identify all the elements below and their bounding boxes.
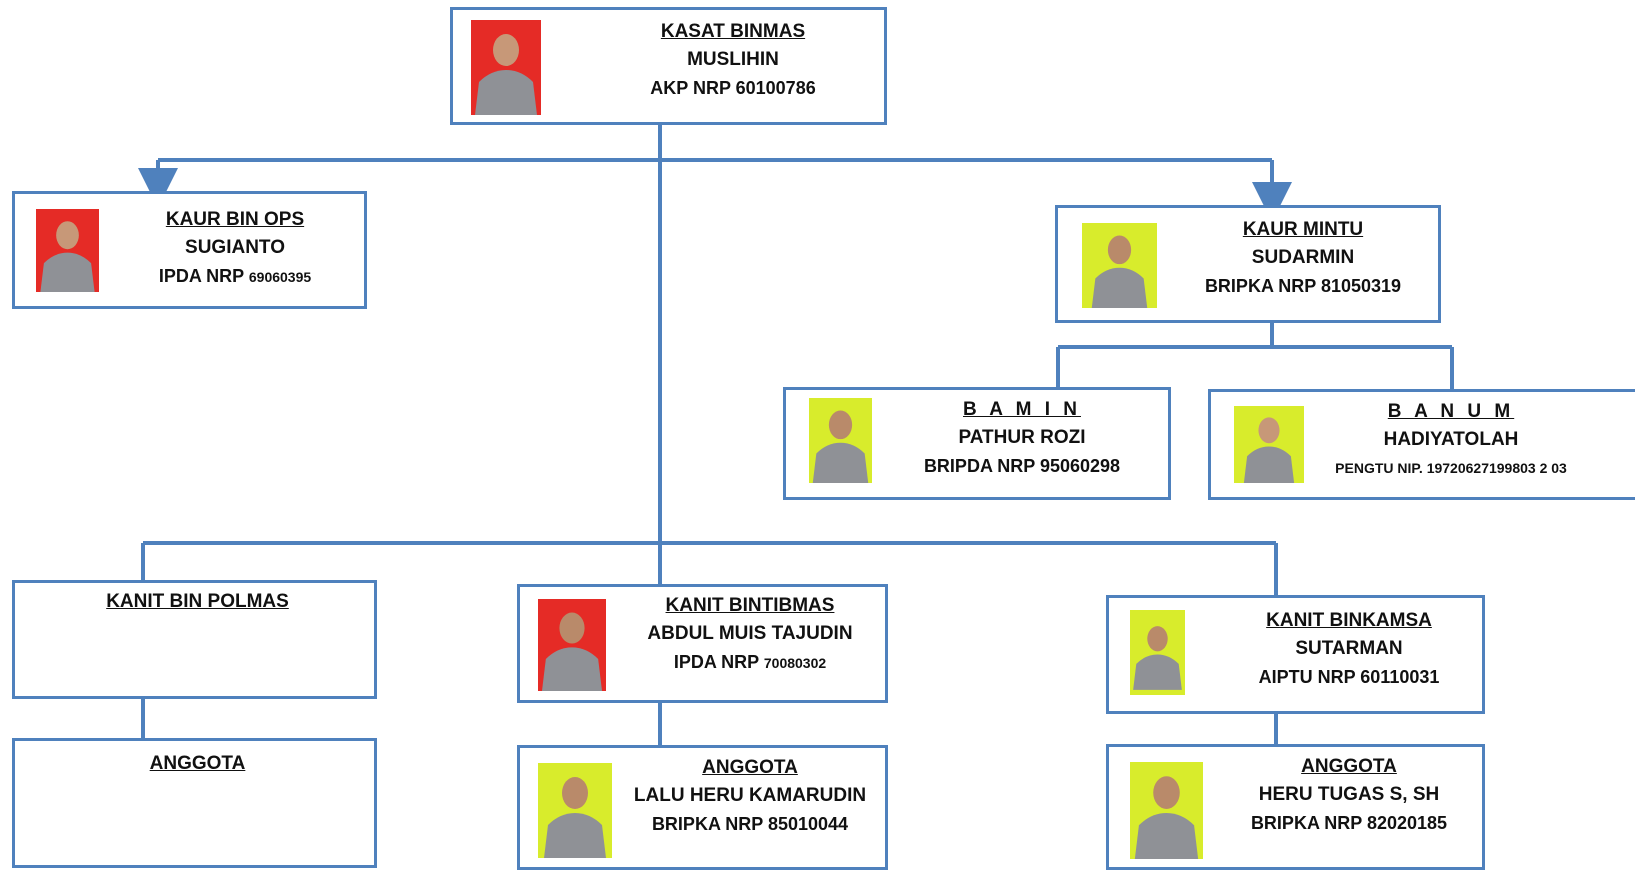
person-name: HADIYATOLAH xyxy=(1383,429,1519,450)
rank-nrp: BRIPDA NRP 95060298 xyxy=(923,456,1121,476)
person-name: LALU HERU KAMARUDIN xyxy=(633,785,867,806)
position-title: ANGGOTA xyxy=(149,753,246,774)
node-kanit-bin-polmas: KANIT BIN POLMAS xyxy=(12,580,377,699)
node-bamin: B A M I N PATHUR ROZI BRIPDA NRP 9506029… xyxy=(783,387,1171,500)
nrp-number: 69060395 xyxy=(248,269,312,285)
node-kanit-binkamsa: KANIT BINKAMSA SUTARMAN AIPTU NRP 601100… xyxy=(1106,595,1485,714)
avatar xyxy=(36,209,99,292)
avatar xyxy=(1234,406,1304,483)
node-kaur-mintu: KAUR MINTU SUDARMIN BRIPKA NRP 81050319 xyxy=(1055,205,1441,323)
avatar xyxy=(809,398,872,483)
nrp-number: 70080302 xyxy=(763,655,827,671)
rank-nrp: AIPTU NRP 60110031 xyxy=(1258,667,1440,687)
position-title: ANGGOTA xyxy=(702,757,798,778)
node-anggota-binkamsa: ANGGOTA HERU TUGAS S, SH BRIPKA NRP 8202… xyxy=(1106,744,1485,870)
position-title: B A N U M xyxy=(1387,401,1515,422)
position-title: ANGGOTA xyxy=(1301,756,1397,777)
node-kaur-bin-ops: KAUR BIN OPS SUGIANTO IPDA NRP 69060395 xyxy=(12,191,367,309)
person-name: SUTARMAN xyxy=(1295,638,1403,659)
rank-nrp: AKP NRP 60100786 xyxy=(650,78,816,98)
person-name: SUDARMIN xyxy=(1251,247,1355,268)
position-title: B A M I N xyxy=(963,399,1081,420)
avatar xyxy=(538,763,612,858)
node-kasat-binmas: KASAT BINMAS MUSLIHIN AKP NRP 60100786 xyxy=(450,7,887,125)
rank-nrp: BRIPKA NRP 81050319 xyxy=(1204,276,1402,296)
node-anggota-bintibmas: ANGGOTA LALU HERU KAMARUDIN BRIPKA NRP 8… xyxy=(517,745,888,870)
avatar xyxy=(1130,610,1185,695)
node-anggota-polmas: ANGGOTA xyxy=(12,738,377,868)
avatar xyxy=(538,599,606,691)
node-banum: B A N U M HADIYATOLAH PENGTU NIP. 197206… xyxy=(1208,389,1635,500)
rank-label: IPDA NRP xyxy=(158,266,244,286)
node-kanit-bintibmas: KANIT BINTIBMAS ABDUL MUIS TAJUDIN IPDA … xyxy=(517,584,888,703)
person-name: ABDUL MUIS TAJUDIN xyxy=(647,623,853,644)
rank-nrp: BRIPKA NRP 82020185 xyxy=(1250,813,1448,833)
avatar xyxy=(1082,223,1157,308)
position-title: KASAT BINMAS xyxy=(660,21,806,42)
position-title: KAUR BIN OPS xyxy=(165,209,305,230)
position-title: KAUR MINTU xyxy=(1242,219,1364,240)
person-name: PATHUR ROZI xyxy=(958,427,1086,448)
position-title: KANIT BINKAMSA xyxy=(1266,610,1432,631)
avatar xyxy=(471,20,541,115)
avatar xyxy=(1130,762,1203,859)
person-name: HERU TUGAS S, SH xyxy=(1258,784,1440,805)
person-name: SUGIANTO xyxy=(185,237,285,258)
rank-nrp: BRIPKA NRP 85010044 xyxy=(651,814,849,834)
rank-label: IPDA NRP xyxy=(673,652,759,672)
person-name: MUSLIHIN xyxy=(687,49,779,70)
position-title: KANIT BINTIBMAS xyxy=(665,595,835,616)
rank-nip: PENGTU NIP. 19720627199803 2 03 xyxy=(1335,460,1567,476)
position-title: KANIT BIN POLMAS xyxy=(106,591,289,612)
